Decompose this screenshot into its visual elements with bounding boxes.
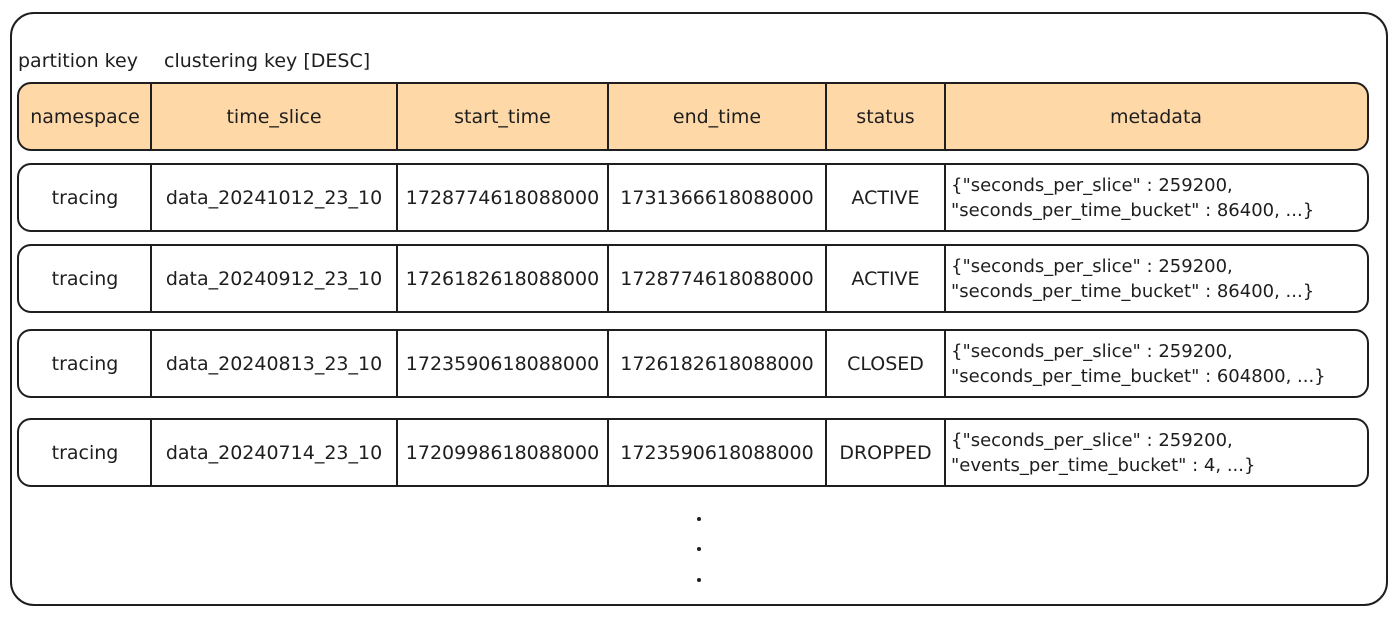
column-divider [396, 244, 398, 313]
cell-end-time: 1726182618088000 [620, 352, 814, 375]
column-divider [825, 329, 827, 398]
column-divider [396, 163, 398, 232]
metadata-line: {"seconds_per_slice" : 259200, [951, 340, 1233, 362]
cell-namespace: tracing [51, 186, 119, 209]
metadata-line: {"seconds_per_slice" : 259200, [951, 429, 1233, 451]
cell-start-time: 1723590618088000 [405, 352, 600, 375]
column-divider [607, 82, 609, 151]
metadata-line: {"seconds_per_slice" : 259200, [951, 174, 1233, 196]
column-divider [607, 418, 609, 487]
cell-time-slice: data_20240813_23_10 [165, 352, 383, 375]
column-divider [944, 244, 946, 313]
header-metadata: metadata [1109, 105, 1203, 128]
column-divider [825, 82, 827, 151]
column-divider [396, 418, 398, 487]
table-header: namespace time_slice start_time end_time… [17, 82, 1369, 151]
column-divider [944, 163, 946, 232]
column-divider [396, 82, 398, 151]
table-row: tracing data_20240912_23_10 172618261808… [17, 244, 1369, 313]
cell-metadata: {"seconds_per_slice" : 259200, "seconds_… [945, 246, 1367, 311]
column-divider [396, 329, 398, 398]
metadata-line: "seconds_per_time_bucket" : 86400, ...} [951, 280, 1315, 302]
cell-namespace: tracing [51, 352, 119, 375]
header-namespace: namespace [30, 105, 140, 128]
column-divider [607, 163, 609, 232]
cell-namespace: tracing [51, 267, 119, 290]
column-divider [150, 418, 152, 487]
cell-time-slice: data_20241012_23_10 [165, 186, 383, 209]
column-divider [944, 82, 946, 151]
column-divider [607, 244, 609, 313]
clustering-key-label: clustering key [DESC] [164, 50, 371, 72]
ellipsis-dot [697, 547, 701, 551]
column-divider [607, 329, 609, 398]
table-row: tracing data_20240813_23_10 172359061808… [17, 329, 1369, 398]
column-divider [825, 418, 827, 487]
column-divider [150, 329, 152, 398]
header-status: status [856, 105, 915, 128]
metadata-line: "seconds_per_time_bucket" : 604800, ...} [951, 365, 1326, 387]
column-divider [944, 418, 946, 487]
cell-namespace: tracing [51, 441, 119, 464]
table-row: tracing data_20240714_23_10 172099861808… [17, 418, 1369, 487]
ellipsis-dot [697, 517, 701, 521]
cell-status: DROPPED [839, 441, 932, 464]
cell-end-time: 1728774618088000 [620, 267, 814, 290]
header-time-slice: time_slice [226, 105, 322, 128]
header-end-time: end_time [672, 105, 762, 128]
column-divider [944, 329, 946, 398]
cell-start-time: 1728774618088000 [405, 186, 600, 209]
cell-metadata: {"seconds_per_slice" : 259200, "events_p… [945, 420, 1367, 485]
cell-start-time: 1726182618088000 [405, 267, 600, 290]
metadata-line: "seconds_per_time_bucket" : 86400, ...} [951, 199, 1315, 221]
cell-status: ACTIVE [851, 267, 920, 290]
cell-metadata: {"seconds_per_slice" : 259200, "seconds_… [945, 331, 1367, 396]
column-divider [150, 244, 152, 313]
cell-time-slice: data_20240912_23_10 [165, 267, 383, 290]
cell-status: ACTIVE [851, 186, 920, 209]
cell-start-time: 1720998618088000 [405, 441, 600, 464]
header-start-time: start_time [454, 105, 551, 128]
ellipsis-dot [697, 578, 701, 582]
metadata-line: {"seconds_per_slice" : 259200, [951, 255, 1233, 277]
cell-time-slice: data_20240714_23_10 [165, 441, 383, 464]
column-divider [150, 82, 152, 151]
diagram-frame [10, 12, 1388, 606]
partition-key-label: partition key [18, 50, 138, 72]
metadata-line: "events_per_time_bucket" : 4, ...} [951, 454, 1256, 476]
column-divider [825, 163, 827, 232]
cell-end-time: 1731366618088000 [620, 186, 814, 209]
cell-status: CLOSED [847, 352, 924, 375]
table-row: tracing data_20241012_23_10 172877461808… [17, 163, 1369, 232]
column-divider [825, 244, 827, 313]
cell-metadata: {"seconds_per_slice" : 259200, "seconds_… [945, 165, 1367, 230]
column-divider [150, 163, 152, 232]
cell-end-time: 1723590618088000 [620, 441, 814, 464]
